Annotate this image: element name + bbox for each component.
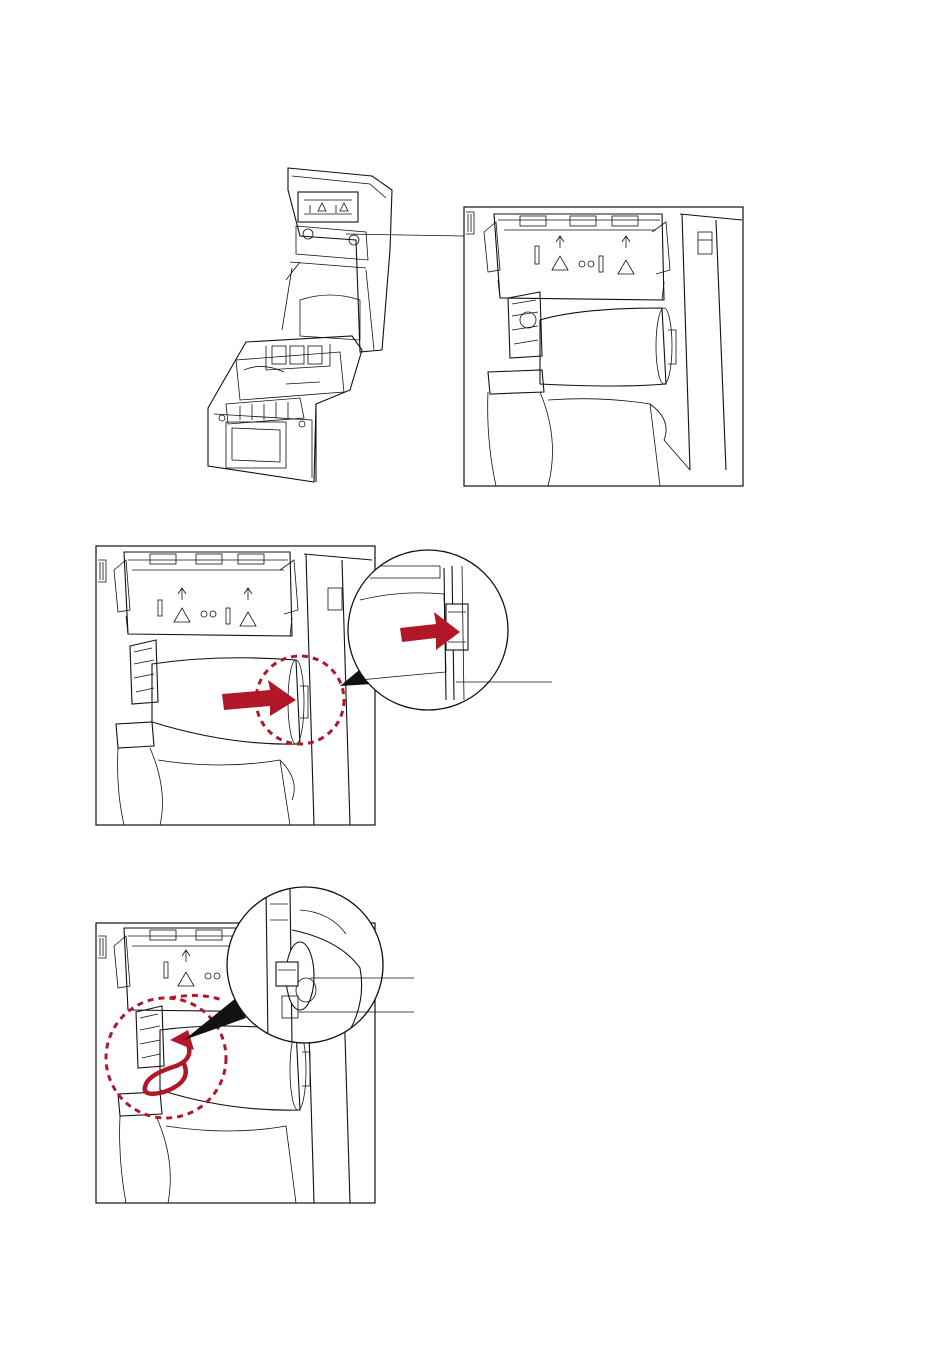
lid-label-panel	[298, 192, 358, 222]
ribbon-area-detail	[464, 207, 743, 486]
arrow-right-icon	[222, 680, 296, 716]
zoom-callout-2	[348, 550, 508, 710]
highlight-circle	[106, 998, 226, 1118]
ribbon-roll-push	[96, 546, 375, 825]
label-symbols	[535, 236, 634, 274]
warning-triangle-icon	[552, 256, 568, 270]
leader-line	[346, 234, 464, 236]
up-arrow-icon	[556, 236, 564, 248]
rotate-arrow-icon	[145, 1030, 194, 1094]
printer-overview-illustration	[208, 168, 392, 482]
zoom-callout-3	[227, 887, 383, 1044]
